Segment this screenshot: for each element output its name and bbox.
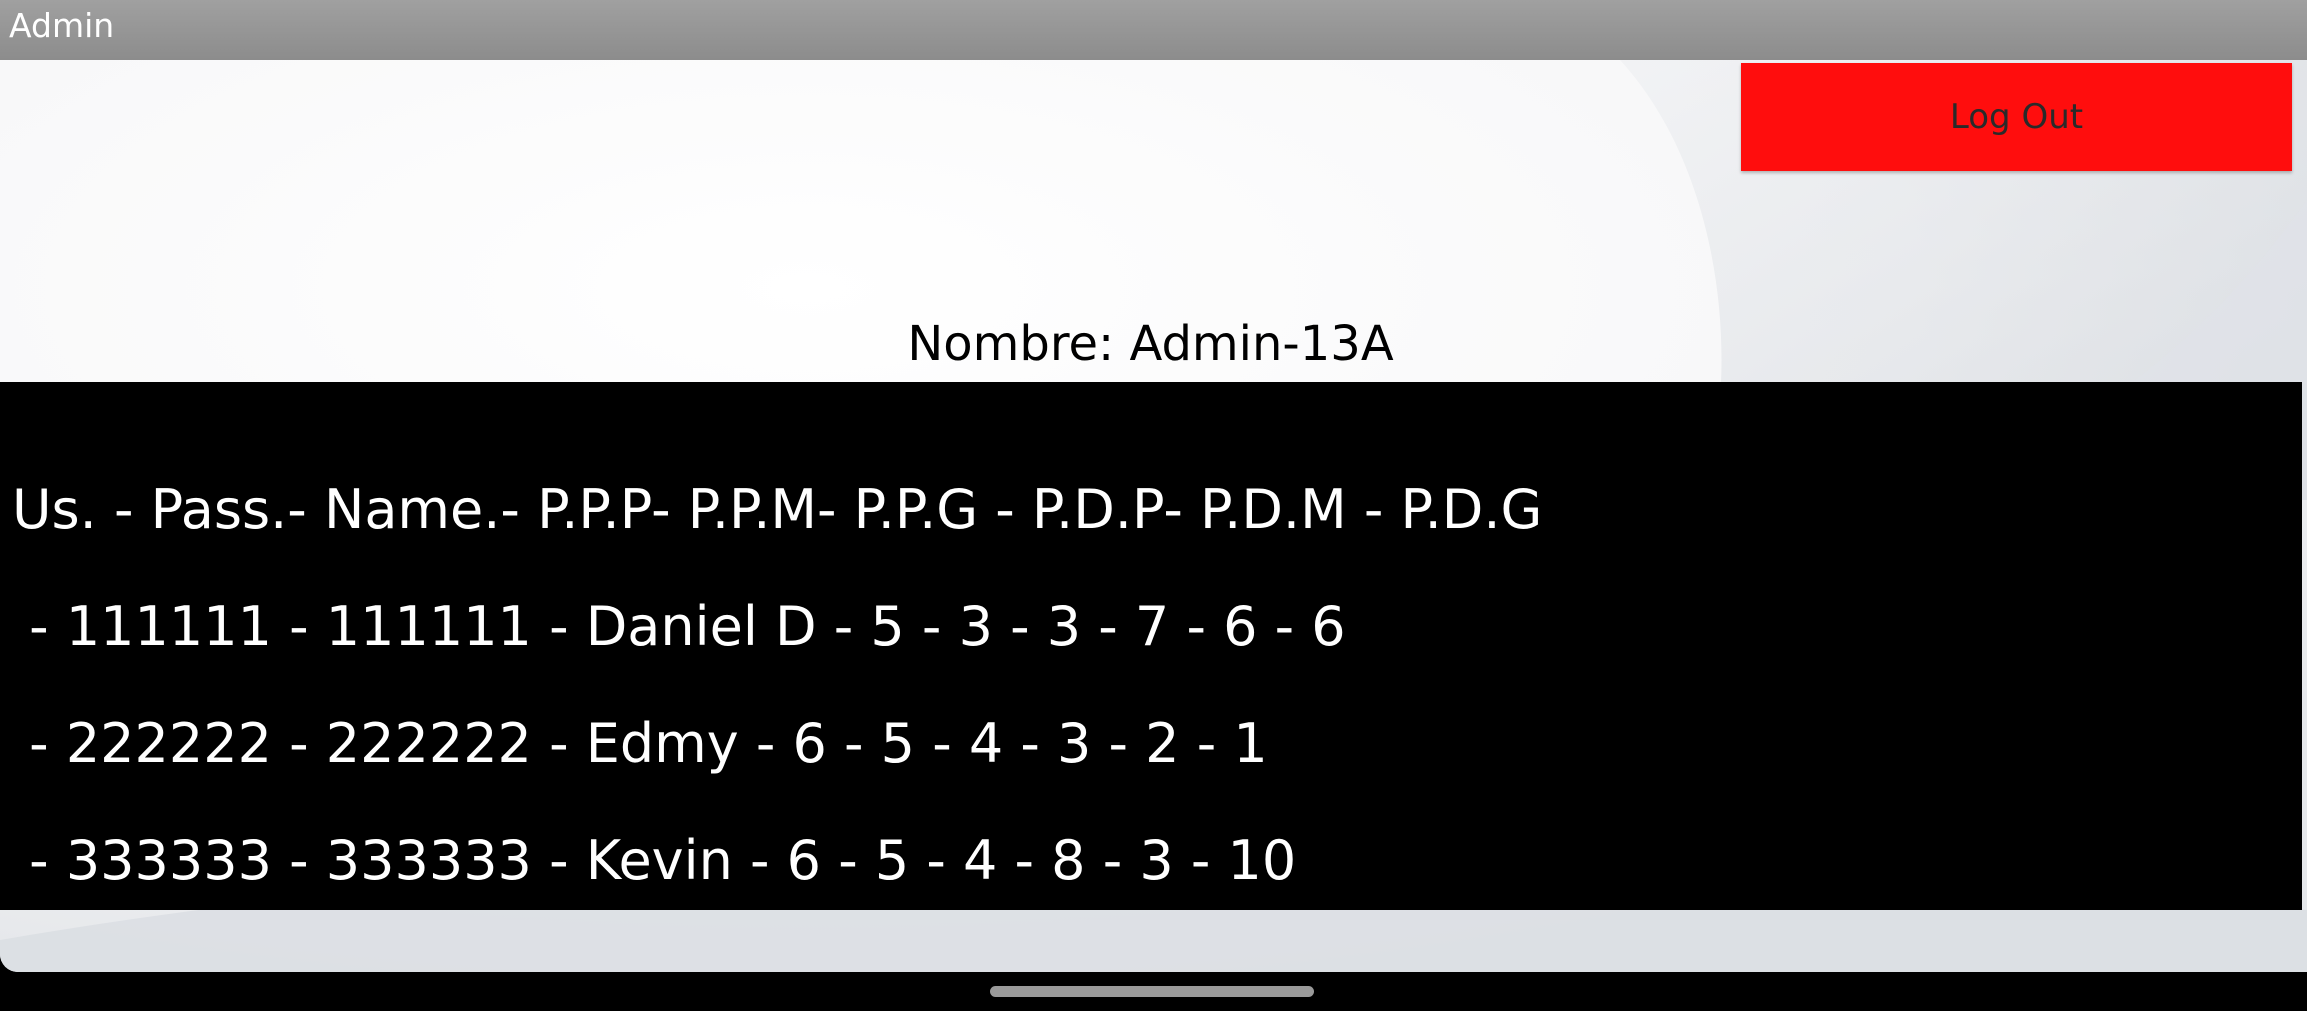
logout-button[interactable]: Log Out (1741, 63, 2292, 171)
user-name-text: Nombre: Admin-13A (907, 316, 1394, 372)
title-bar: Admin (0, 0, 2307, 60)
table-row: - 222222 - 222222 - Edmy - 6 - 5 - 4 - 3… (12, 712, 1268, 775)
home-indicator[interactable] (990, 986, 1314, 997)
table-header: Us. - Pass.- Name.- P.P.P- P.P.M- P.P.G … (12, 478, 1543, 541)
table-row: - 111111 - 111111 - Daniel D - 5 - 3 - 3… (12, 595, 1346, 658)
user-name-label: Nombre: Admin-13A (0, 316, 2307, 372)
data-panel: Us. - Pass.- Name.- P.P.P- P.P.M- P.P.G … (0, 382, 2302, 910)
table-row: - 333333 - 333333 - Kevin - 6 - 5 - 4 - … (12, 829, 1297, 892)
window-title: Admin (9, 6, 115, 45)
